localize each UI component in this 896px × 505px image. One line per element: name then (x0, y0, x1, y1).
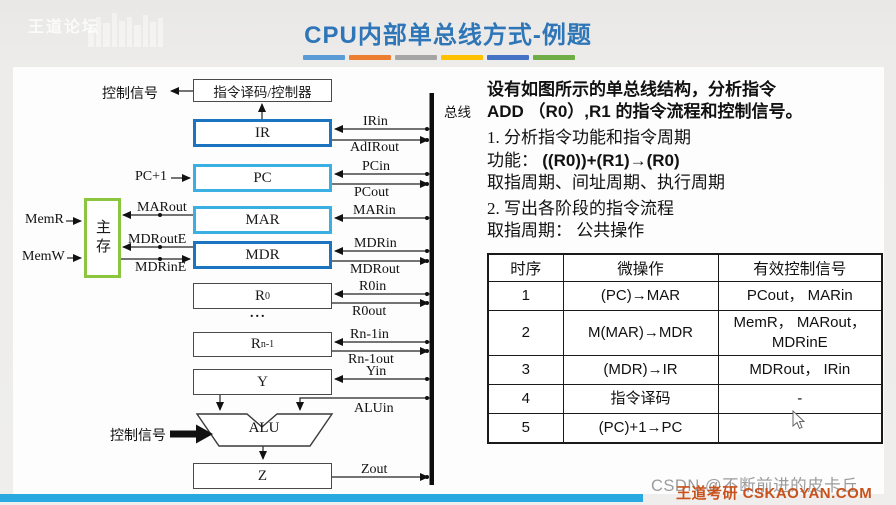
main-memory-label: 主存 (94, 219, 110, 257)
register-ellipsis: ... (250, 306, 267, 321)
accent-bar (349, 55, 391, 60)
table-cell: MemR， MARout， MDRinE (717, 310, 883, 356)
problem-intro-line2: ADD （R0）,R1 的指令流程和控制信号。 (487, 102, 803, 121)
signal-label-irin: IRin (363, 114, 388, 129)
signal-label-mdrine: MDRinE (135, 260, 187, 275)
rn1-base: R (250, 336, 261, 352)
signal-label-mdrin: MDRin (354, 236, 397, 251)
accent-bar (303, 55, 345, 60)
register-box-pc: PC (193, 164, 332, 192)
accent-bar (395, 55, 437, 60)
register-box-y: Y (193, 369, 332, 395)
signal-label-aluin: ALUin (354, 401, 394, 416)
accent-bar (533, 55, 575, 60)
signal-label-marin: MARin (353, 203, 396, 218)
accent-bar (441, 55, 483, 60)
table-cell: (MDR)→IR (562, 355, 719, 385)
table-cell: 5 (487, 413, 564, 444)
signal-label-adirout: AdIRout (350, 140, 399, 155)
wangdao-watermark: 王道考研 CSKAOYAN.COM (676, 485, 873, 502)
accent-bar (487, 55, 529, 60)
table-header-cell: 有效控制信号 (717, 253, 883, 282)
alu-label: ALU (248, 420, 280, 436)
signal-label-r0in: R0in (359, 279, 387, 294)
control-signal-top-label: 控制信号 (102, 87, 158, 102)
register-box-z: Z (193, 463, 332, 489)
table-cell: 1 (487, 281, 564, 311)
table-header-cell: 时序 (487, 253, 564, 282)
signal-label-r0out: R0out (352, 304, 387, 319)
function-expression: ((R0))+(R1)→(R0) (542, 151, 680, 170)
signal-label-rn1in: Rn-1in (350, 327, 389, 342)
table-cell: PCout， MARin (717, 281, 883, 311)
accent-bar-group (303, 55, 575, 60)
control-signal-bottom-label: 控制信号 (110, 429, 166, 444)
signal-label-marout: MARout (137, 200, 187, 215)
table-row: 5(PC)+1→PC (487, 413, 883, 444)
table-head: 时序微操作有效控制信号 (487, 253, 883, 282)
forum-watermark: 王道论坛 (28, 19, 101, 36)
signal-label-yin: Yin (366, 364, 387, 379)
signal-label-zout: Zout (361, 462, 388, 477)
decoder-box: 指令译码/控制器 (193, 79, 332, 102)
table-cell: 4 (487, 384, 564, 414)
register-box-mdr: MDR (193, 241, 332, 269)
problem-intro-line1: 设有如图所示的单总线结构，分析指令 (487, 80, 776, 99)
mem-write-label: MemW (22, 249, 65, 264)
table-cell: 3 (487, 355, 564, 385)
problem-function-line: 功能： ((R0))+(R1)→(R0) (487, 146, 680, 171)
r0-subscript: 0 (265, 290, 270, 302)
signal-label-mdroute: MDRoutE (128, 232, 187, 247)
signal-label-pcin: PCin (362, 159, 391, 174)
page-title: CPU内部单总线方式-例题 (304, 22, 592, 49)
table-cell: (PC)+1→PC (562, 413, 719, 444)
register-box-ir: IR (193, 119, 332, 147)
mem-read-label: MemR (25, 212, 64, 227)
table-cell: - (717, 384, 883, 414)
table-header-row: 时序微操作有效控制信号 (487, 253, 883, 282)
rn1-subscript: n-1 (260, 339, 275, 350)
skyline-watermark-icon (88, 13, 163, 47)
table-cell: MDRout， IRin (717, 355, 883, 385)
bus-label: 总线 (444, 105, 471, 120)
table-cell: (PC)→MAR (562, 281, 719, 311)
function-label: 功能： (487, 151, 543, 170)
problem-cycles: 取指周期、间址周期、执行周期 (487, 173, 725, 192)
table-cell: M(MAR)→MDR (562, 310, 719, 356)
problem-fetch-cycle: 取指周期： 公共操作 (487, 221, 645, 240)
table-header-cell: 微操作 (562, 253, 719, 282)
signal-label-mdrout: MDRout (350, 262, 400, 277)
r0-base: R (254, 287, 265, 304)
signal-label-pcout: PCout (354, 185, 390, 200)
register-box-mar: MAR (193, 206, 332, 234)
table-cell: 2 (487, 310, 564, 356)
problem-step1: 1. 分析指令功能和指令周期 (487, 128, 691, 147)
signal-label-rn1out: Rn-1out (348, 352, 394, 367)
csdn-watermark: CSDN @不断前进的皮卡丘 (651, 477, 859, 495)
table-cell: 指令译码 (562, 384, 719, 414)
bottom-accent-bar (0, 494, 643, 502)
problem-step2: 2. 写出各阶段的指令流程 (487, 199, 674, 218)
pc-increment-label: PC+1 (135, 169, 168, 184)
mouse-cursor-icon (792, 410, 806, 430)
main-memory-box: 主存 (84, 198, 121, 278)
